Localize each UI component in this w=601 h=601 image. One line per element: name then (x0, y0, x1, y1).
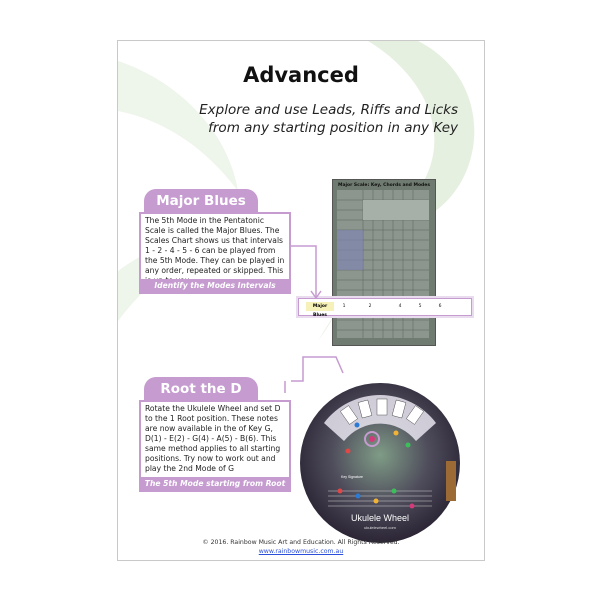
subtitle-line-2: from any starting position in any Key (208, 120, 458, 136)
major-blues-footer: Identify the Modes Intervals (141, 279, 289, 292)
major-blues-mode-strip: Major Blues 1 2 4 5 6 (298, 298, 472, 318)
wheel-label: Ukulele Wheel (351, 513, 409, 523)
poster-page: Advanced Explore and use Leads, Riffs an… (117, 40, 485, 561)
website-link[interactable]: www.rainbowmusic.com.au (258, 548, 344, 555)
ukulele-wheel-image: Ukulele Wheel ukulelewheel.com Key Signa… (300, 383, 460, 543)
page-footer: © 2016. Rainbow Music Art and Education.… (118, 538, 484, 556)
mode-cell: 4 (398, 304, 402, 309)
major-blues-tab: Major Blues (144, 189, 258, 212)
major-blues-box: The 5th Mode in the Pentatonic Scale is … (139, 212, 291, 294)
wheel-sublabel: ukulelewheel.com (364, 525, 396, 530)
subtitle-line-1: Explore and use Leads, Riffs and Licks (199, 102, 458, 118)
root-the-d-box: Rotate the Ukulele Wheel and set D to th… (139, 400, 291, 501)
mode-cell: 2 (368, 304, 372, 309)
mode-cell: 6 (438, 304, 442, 309)
wheel-key-signature: Key Signature (341, 475, 363, 479)
connector-lines (284, 245, 344, 393)
root-the-d-footer: The 5th Mode starting from Root D (141, 477, 289, 501)
copyright-text: © 2016. Rainbow Music Art and Education.… (202, 539, 400, 546)
scales-chart-title: Major Scale: Key, Chords and Modes (338, 183, 430, 188)
root-the-d-text: Rotate the Ukulele Wheel and set D to th… (145, 404, 281, 473)
mode-cell: 5 (418, 304, 422, 309)
root-the-d-tab: Root the D (144, 377, 258, 400)
page-subtitle: Explore and use Leads, Riffs and Licks f… (158, 101, 458, 137)
mode-strip-label: Major Blues (306, 302, 334, 318)
mode-cell: 1 (342, 304, 346, 309)
page-title: Advanced (243, 63, 359, 87)
